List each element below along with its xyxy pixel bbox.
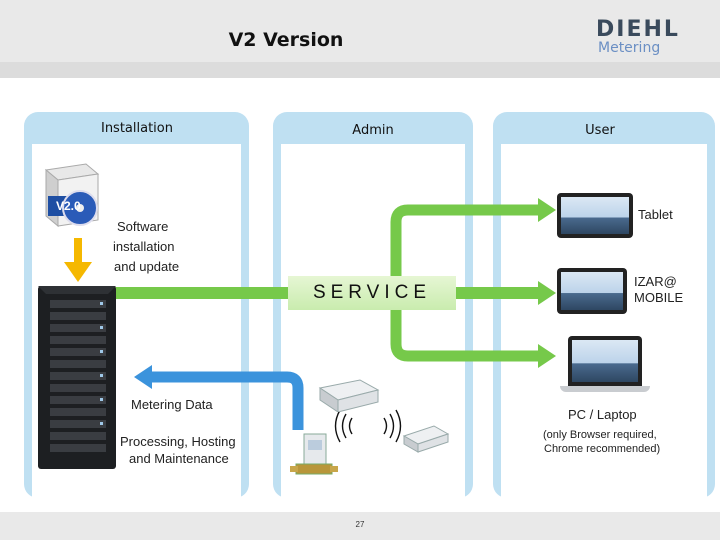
- yellow-arrowhead: [64, 262, 92, 282]
- green-arrowhead-mobile: [538, 281, 556, 305]
- browser-note-line1: (only Browser required,: [543, 429, 657, 441]
- tablet-icon: [557, 193, 633, 238]
- green-arrowhead-tablet: [538, 198, 556, 222]
- tablet-label: Tablet: [638, 207, 673, 222]
- green-arrowhead-laptop: [538, 344, 556, 368]
- browser-note-line2: Chrome recommended): [544, 443, 661, 455]
- metering-data-label: Metering Data: [131, 397, 213, 412]
- blue-arrow: [150, 371, 304, 430]
- service-label: SERVICE: [312, 282, 432, 303]
- wireless-waves: [334, 409, 402, 443]
- izar-label-line2: MOBILE: [634, 290, 684, 305]
- logo-metering: Metering: [598, 40, 661, 56]
- green-connector-mobile: [456, 287, 540, 299]
- processing-label-line1: Processing, Hosting: [120, 434, 236, 449]
- logo-diehl: DIEHL: [596, 17, 680, 42]
- pc-laptop-label: PC / Laptop: [568, 407, 637, 422]
- page-number: 27: [355, 520, 365, 529]
- user-column-label: User: [585, 123, 615, 138]
- gateway-device-icon: [316, 378, 380, 413]
- footer-bar: [0, 512, 720, 540]
- header-bar: [0, 0, 720, 62]
- green-arrow-tablet: [390, 204, 540, 276]
- cd-version-label: V2.0: [56, 199, 81, 213]
- processing-label-line2: and Maintenance: [129, 451, 229, 466]
- header-strip: [0, 62, 720, 78]
- service-box: [288, 276, 456, 310]
- software-label-line2: installation: [113, 239, 175, 254]
- server-rack-icon: [38, 286, 116, 469]
- izar-label-line1: IZAR@: [634, 274, 677, 289]
- software-box-icon: [40, 160, 100, 230]
- radio-module-icon: [402, 424, 450, 454]
- green-connector-line: [114, 287, 290, 299]
- software-label-line1: Software: [117, 219, 169, 234]
- software-label-line3: and update: [114, 259, 180, 274]
- admin-column-label: Admin: [352, 123, 394, 138]
- green-arrow-laptop: [390, 310, 540, 362]
- blue-arrowhead: [134, 365, 152, 389]
- installation-column-label: Installation: [100, 121, 173, 136]
- water-meter-icon: [290, 430, 338, 486]
- page-title: V2 Version: [228, 29, 344, 51]
- laptop-icon: [560, 336, 650, 396]
- yellow-arrow-shaft: [74, 238, 82, 264]
- mobile-tablet-icon: [557, 268, 627, 314]
